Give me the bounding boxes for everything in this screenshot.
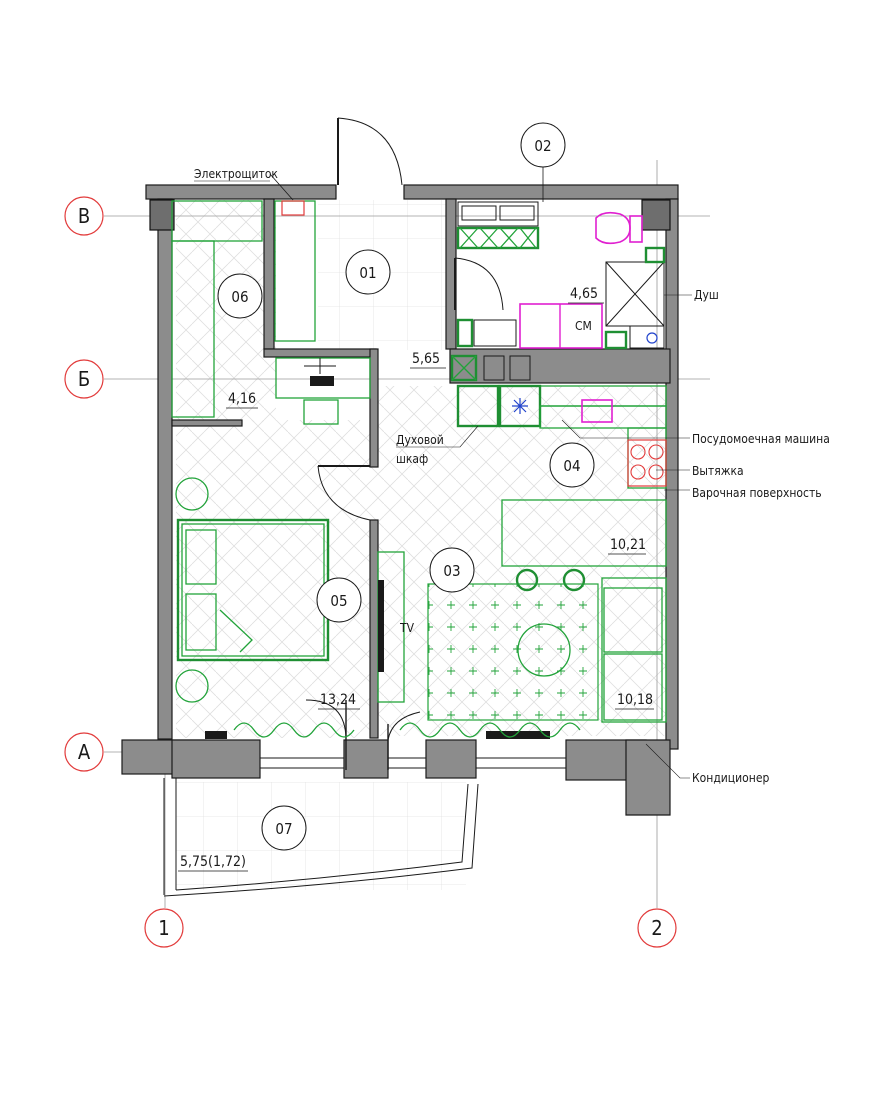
callouts: Электрощиток Душ СМ Духовой шкаф Посудом… (194, 167, 830, 785)
svg-text:07: 07 (275, 820, 292, 838)
svg-text:10,18: 10,18 (617, 692, 653, 708)
svg-text:10,21: 10,21 (610, 537, 646, 553)
svg-text:5,75(1,72): 5,75(1,72) (180, 854, 246, 870)
room-06: 06 4,16 (217, 273, 263, 409)
svg-text:В: В (78, 204, 90, 228)
grid-axes: В Б А 1 2 (64, 160, 710, 948)
wardrobe-shelving (171, 200, 316, 418)
doors (305, 117, 504, 770)
label-ac: Кондиционер (692, 771, 769, 785)
svg-text:06: 06 (231, 288, 248, 306)
svg-text:5,65: 5,65 (412, 351, 440, 367)
label-electro: Электрощиток (194, 167, 278, 181)
room-03: 03 13,24 (318, 547, 475, 710)
desk (275, 357, 371, 425)
bathroom-fixtures (456, 201, 666, 350)
room-02: 02 4,65 (520, 122, 604, 304)
label-hood: Вытяжка (692, 464, 744, 478)
svg-text:02: 02 (534, 137, 551, 155)
electrical-panel (281, 200, 305, 216)
label-oven-2: шкаф (396, 452, 428, 466)
room-05: 05 10,18 (316, 577, 654, 710)
label-oven-1: Духовой (396, 433, 444, 447)
label-hob: Варочная поверхность (692, 486, 822, 500)
svg-text:1: 1 (158, 916, 169, 940)
kitchen-units (450, 354, 667, 592)
room-07: 07 5,75(1,72) (178, 805, 307, 872)
svg-text:4,65: 4,65 (570, 286, 598, 302)
svg-text:А: А (78, 740, 91, 764)
label-tv: TV (399, 621, 415, 635)
svg-text:05: 05 (330, 592, 347, 610)
grid-axis-v: В (64, 196, 104, 236)
label-washer: СМ (575, 319, 592, 333)
svg-text:4,16: 4,16 (228, 391, 256, 407)
label-shower: Душ (694, 288, 719, 302)
svg-text:03: 03 (443, 562, 460, 580)
grid-axis-2: 2 (637, 908, 677, 948)
svg-text:04: 04 (563, 457, 580, 475)
grid-axis-b: Б (64, 359, 104, 399)
walls (121, 184, 679, 897)
room-01: 01 5,65 (345, 249, 446, 369)
grid-axis-1: 1 (144, 908, 184, 948)
svg-text:01: 01 (359, 264, 376, 282)
svg-text:2: 2 (651, 916, 662, 940)
svg-text:13,24: 13,24 (320, 692, 356, 708)
living-furniture (233, 551, 667, 738)
room-04: 04 10,21 (549, 442, 646, 555)
grid-axis-a: А (64, 732, 104, 772)
svg-text:Б: Б (78, 367, 90, 391)
label-dishwasher: Посудомоечная машина (692, 432, 830, 446)
